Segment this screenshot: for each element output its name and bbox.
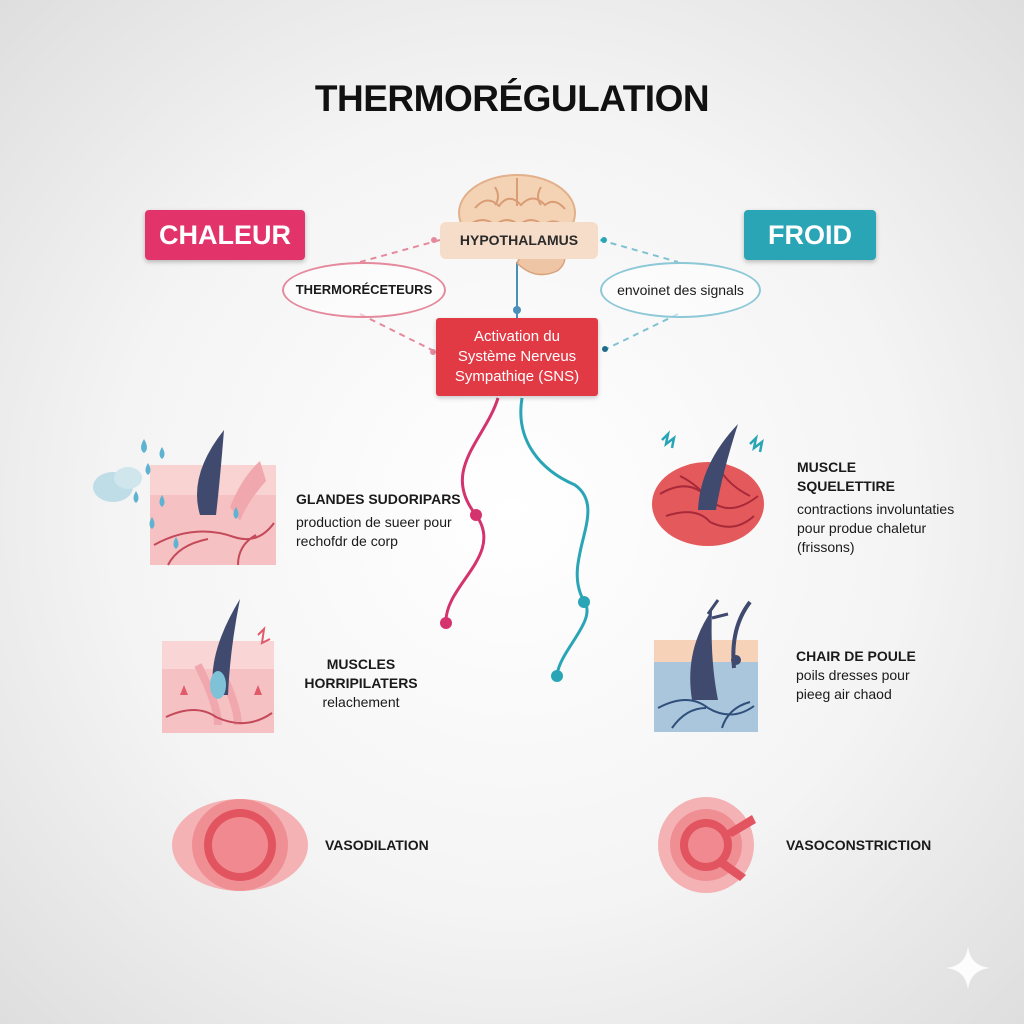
horripilator-muscles-title-2: HORRIPILATERS [304,675,418,691]
sns-line-3: Sympathiqe (SNS) [454,368,580,385]
goosebumps-desc-1: poils dresses pour [796,667,910,683]
skeletal-muscle-desc-2: pour produe chaletur [797,520,927,536]
vasodilation-vessel-icon [172,799,308,891]
vasodilation-label: VASODILATION [325,837,429,853]
horripilator-muscles-desc: relachement [322,694,400,710]
skeletal-muscle-title-2: SQUELETTIRE [797,478,896,494]
hypothalamus-label: HYPOTHALAMUS [440,222,598,259]
goosebumps-desc-2: pieeg air chaod [796,686,892,702]
hair-muscle-icon [162,599,274,733]
signals-node: envoinet des signals [600,262,761,318]
skeletal-muscle-title-1: MUSCLE [797,459,857,475]
skeletal-muscle-icon [652,424,764,546]
sweat-gland-icon [93,430,276,566]
sweat-glands-desc-1: production de sueer pour [296,514,452,530]
thermoreceptors-node: THERMORÉCETEURS [282,262,446,318]
sweat-glands-desc-2: rechofdr de corp [296,533,398,549]
vasoconstriction-label: VASOCONSTRICTION [786,837,932,853]
sns-line-1: Activation du [474,328,560,345]
skeletal-muscle-desc-3: (frissons) [797,539,855,555]
sns-line-2: Système Nerveus [457,348,577,365]
sparkle-icon [946,946,990,990]
vasoconstriction-vessel-icon [658,797,756,893]
sns-activation-box: Activation du Système Nerveus Sympathiqe… [436,318,598,396]
heat-label: CHALEUR [145,210,305,260]
skeletal-muscle-desc-1: contractions involuntaties [797,501,955,517]
goosebumps-title: CHAIR DE POULE [796,648,916,664]
goosebumps-icon [654,599,758,732]
horripilator-muscles-title-1: MUSCLES [326,656,396,672]
sweat-glands-title: GLANDES SUDORIPARS [296,491,461,507]
page-title: THERMORÉGULATION [314,78,710,119]
cold-label: FROID [744,210,876,260]
